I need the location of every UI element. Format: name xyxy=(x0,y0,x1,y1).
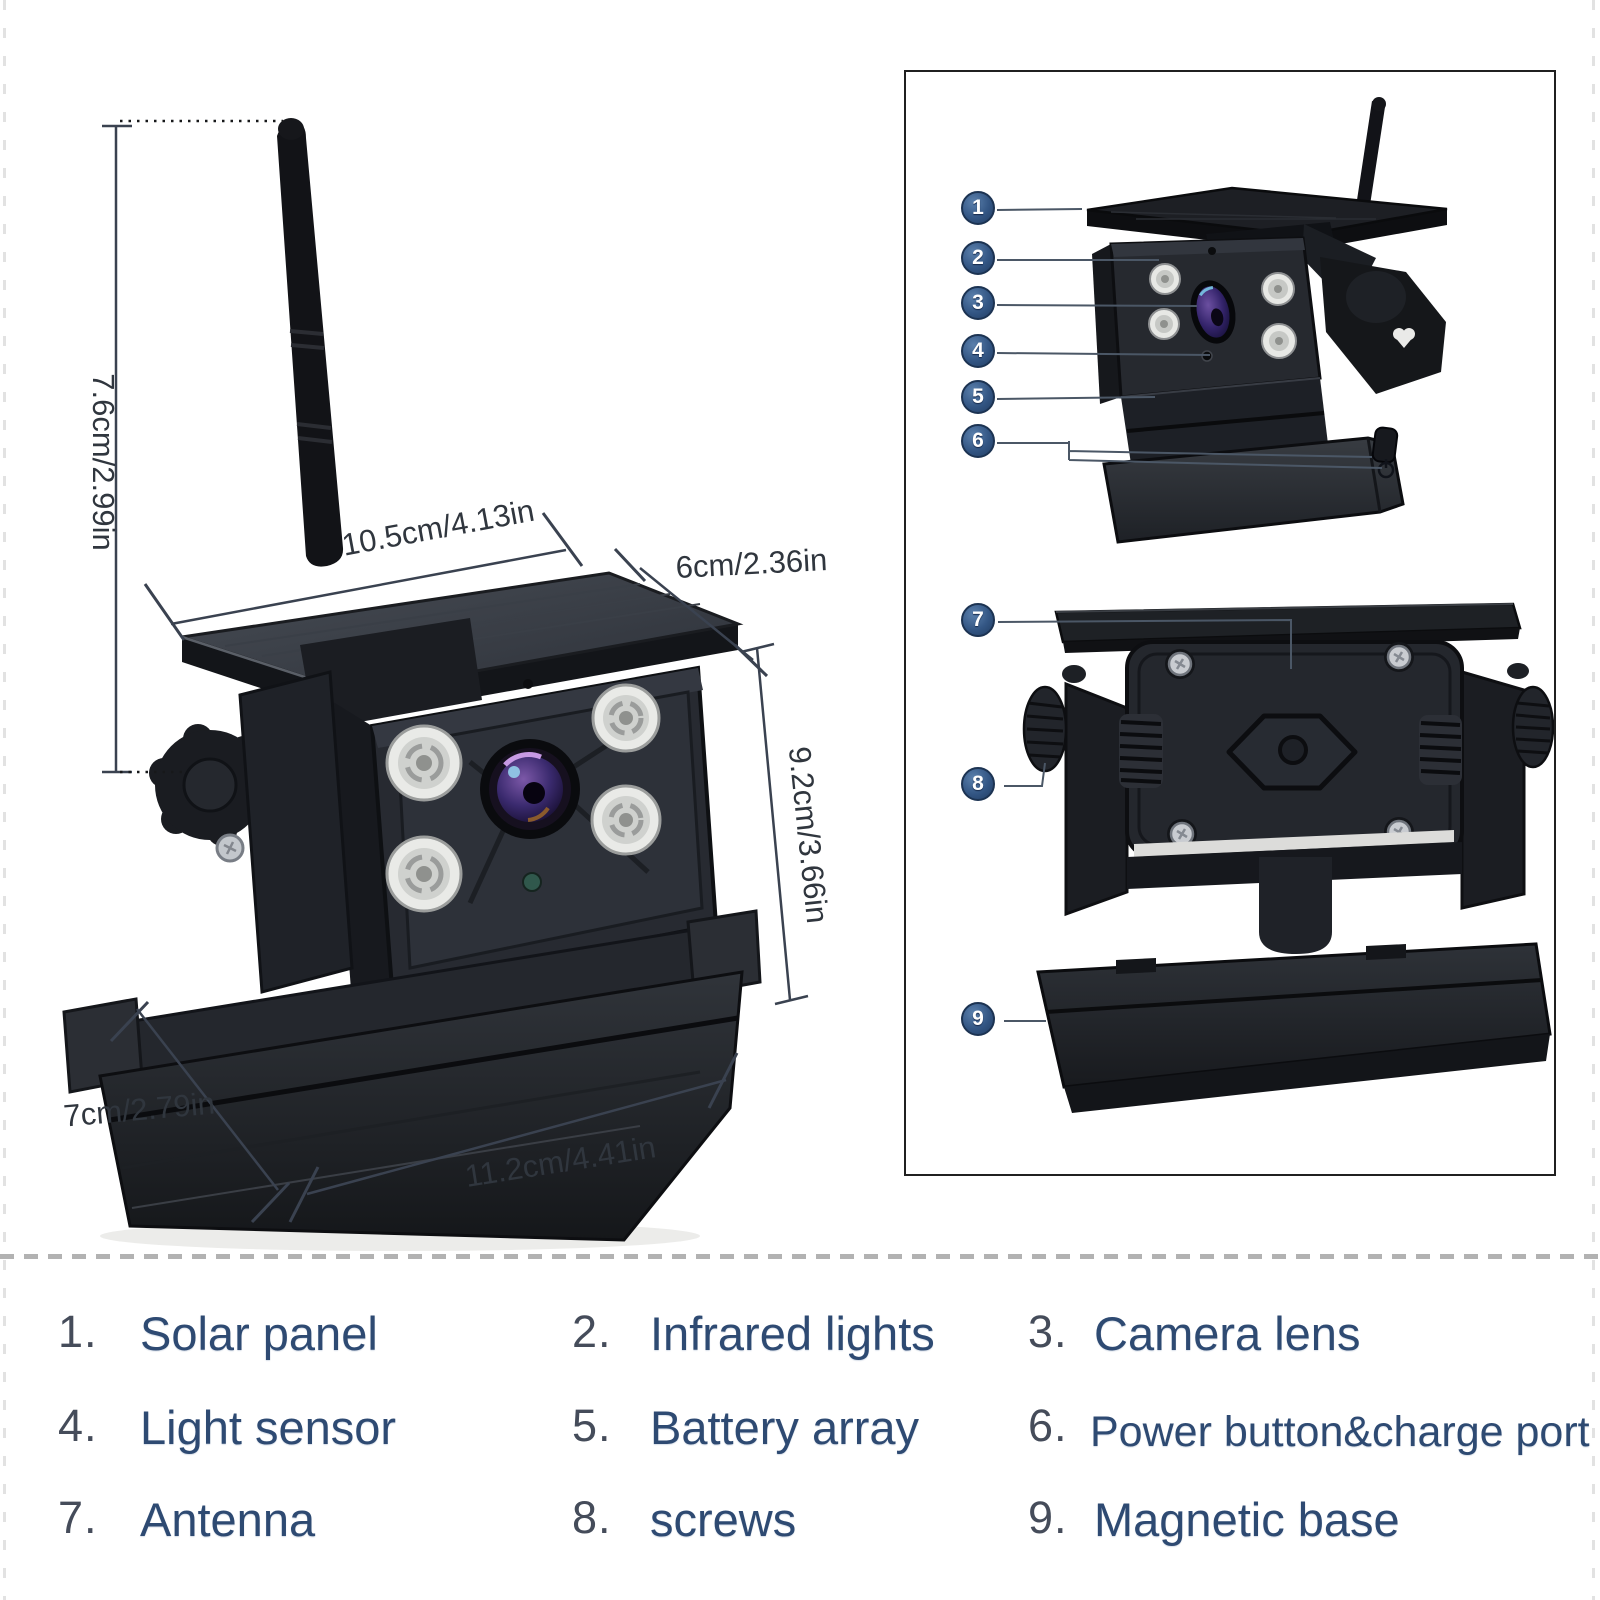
leader-5 xyxy=(996,396,1156,400)
legend-number-4: 4. xyxy=(58,1400,98,1451)
charge-port-flap xyxy=(1371,426,1399,464)
dimension-panel-depth-lines xyxy=(613,547,769,678)
dimension-panel-depth: 6cm/2.36in xyxy=(675,542,828,585)
leader-4 xyxy=(996,352,1211,356)
legend-label-camera-lens: Camera lens xyxy=(1094,1307,1361,1360)
antenna-mount xyxy=(300,618,482,730)
callout-marker-1: 1 xyxy=(961,191,995,225)
callout-panel: 1 2 3 4 5 6 7 8 9 xyxy=(904,70,1556,1176)
camera-lens xyxy=(480,739,580,839)
callout-marker-4: 4 xyxy=(961,334,995,368)
dimension-body-height: 9.2cm/3.66in xyxy=(782,745,835,925)
callout-marker-9: 9 xyxy=(961,1002,995,1036)
battery-section-small xyxy=(1120,377,1328,464)
dimension-body-height-lines xyxy=(740,642,809,1006)
dimension-panel-width: 10.5cm/4.13in xyxy=(339,493,537,563)
scan-artifact-right xyxy=(1592,0,1595,1600)
legend-number-1: 1. xyxy=(58,1306,98,1357)
legend-label-magnetic-base: Magnetic base xyxy=(1094,1493,1400,1546)
magnetic-base-back xyxy=(1036,942,1552,1113)
legend-number-8: 8. xyxy=(572,1492,612,1543)
microphone-hole xyxy=(523,679,533,689)
dashed-divider xyxy=(0,1254,1600,1259)
camera-back-view xyxy=(1022,602,1554,1113)
leader-7 xyxy=(997,618,1292,669)
base-small xyxy=(1102,426,1405,544)
ir-led xyxy=(385,835,463,913)
callout-photos xyxy=(996,97,1554,1113)
magnetic-base xyxy=(62,909,762,1242)
knob-right-back xyxy=(1511,685,1554,769)
ir-leds-small xyxy=(1148,263,1297,359)
dimension-panel-width-lines xyxy=(143,512,584,641)
legend-label-light-sensor: Light sensor xyxy=(140,1401,397,1454)
camera-lens-small xyxy=(1190,280,1236,344)
legend-number-6: 6. xyxy=(1028,1400,1068,1451)
legend-number-7: 7. xyxy=(58,1492,98,1543)
leader-8 xyxy=(1004,762,1046,787)
leader-3 xyxy=(996,304,1198,307)
legend-label-antenna: Antenna xyxy=(140,1493,316,1546)
hinge-left xyxy=(1064,681,1129,917)
light-sensor-small xyxy=(1201,350,1213,362)
legend-number-2: 2. xyxy=(572,1306,612,1357)
callout-marker-5: 5 xyxy=(961,380,995,414)
legend-number-3: 3. xyxy=(1028,1306,1068,1357)
dimension-base-width-lines xyxy=(288,1052,739,1223)
solar-panel-small xyxy=(1086,186,1448,237)
callout-marker-2: 2 xyxy=(961,241,995,275)
legend-label-battery-array: Battery array xyxy=(650,1401,920,1454)
legend-number-5: 5. xyxy=(572,1400,612,1451)
callout-marker-7: 7 xyxy=(961,603,995,637)
dimension-antenna-height: 7.6cm/2.99in xyxy=(86,373,121,551)
callout-leader-lines xyxy=(996,208,1383,1022)
side-bracket-small xyxy=(1320,257,1446,394)
ir-led xyxy=(385,724,463,802)
grip-wing-left xyxy=(1119,714,1163,788)
callout-marker-6: 6 xyxy=(961,424,995,458)
camera-front-view xyxy=(1086,97,1448,544)
dimension-base-depth-lines xyxy=(109,1000,291,1224)
knob-screw xyxy=(215,833,245,863)
ir-led xyxy=(591,683,661,753)
leader-6 xyxy=(997,441,1383,469)
callout-marker-8: 8 xyxy=(961,767,995,801)
leader-1 xyxy=(996,208,1083,211)
antenna-small xyxy=(1357,97,1386,205)
main-product-illustration: 7.6cm/2.99in 10.5cm/4.13in 6cm/2.36in 9.… xyxy=(62,118,835,1251)
legend-label-solar-panel: Solar panel xyxy=(140,1307,378,1360)
legend-label-infrared-lights: Infrared lights xyxy=(650,1307,935,1360)
knob-left-back xyxy=(1022,685,1068,773)
power-button-glyph xyxy=(1377,459,1395,479)
callout-marker-3: 3 xyxy=(961,286,995,320)
bracket-arm xyxy=(238,670,354,994)
legend-number-9: 9. xyxy=(1028,1492,1068,1543)
grip-wing-right xyxy=(1419,715,1462,785)
infrared-led-array xyxy=(385,683,662,913)
dimension-antenna-height-lines xyxy=(102,119,283,774)
status-led xyxy=(522,872,542,892)
ir-led xyxy=(590,784,662,856)
legend-label-power-button-charge-port: Power button&charge port xyxy=(1090,1408,1590,1456)
antenna xyxy=(277,118,344,567)
legend-label-screws: screws xyxy=(650,1493,797,1546)
scan-artifact-left xyxy=(3,0,6,1600)
